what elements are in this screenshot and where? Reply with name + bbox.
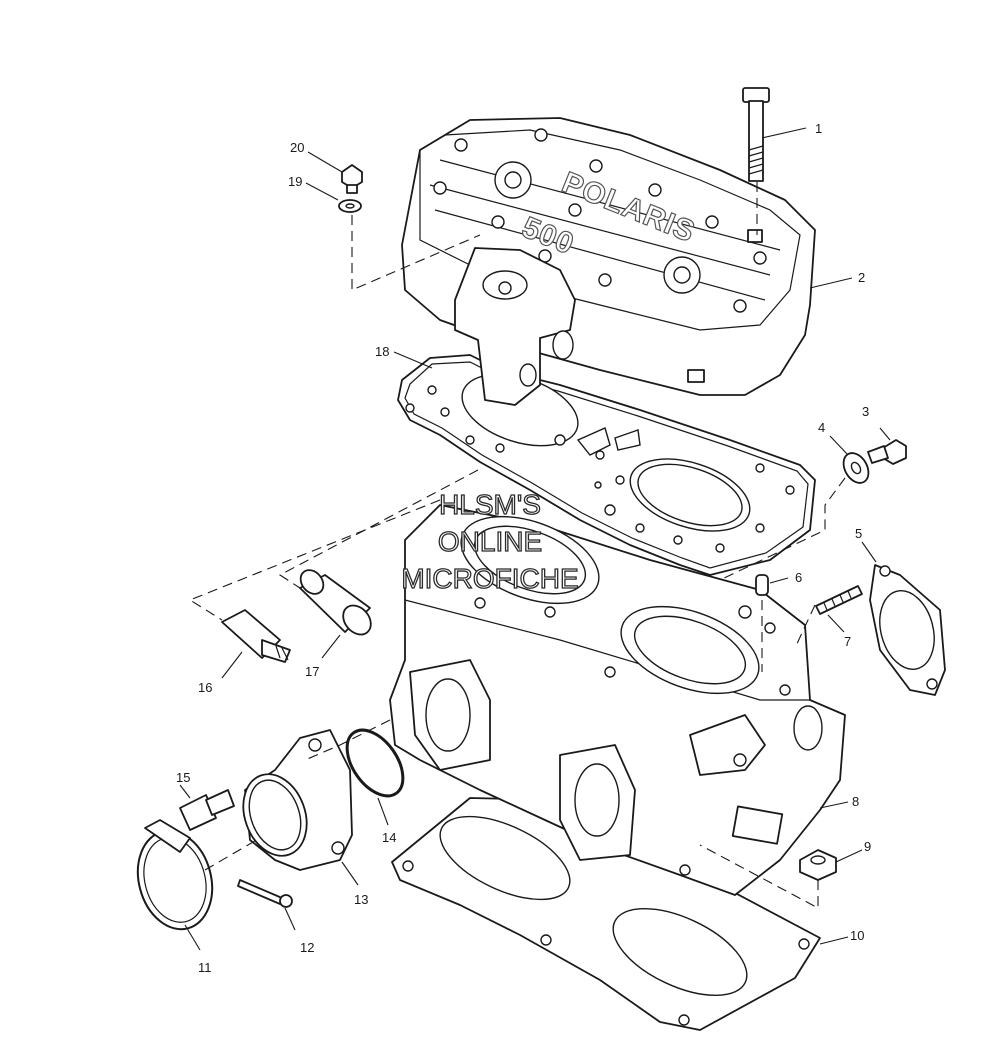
cylinder-block <box>389 504 846 896</box>
assembly-lines <box>188 182 846 909</box>
sensor-screw <box>867 439 907 465</box>
watermark: HLSM'S ONLINE MICROFICHE <box>401 488 580 594</box>
callout-label: 14 <box>382 830 396 845</box>
hose-clamp <box>136 819 214 931</box>
o-ring <box>345 728 405 798</box>
callout-label: 5 <box>855 526 862 541</box>
callout-label: 10 <box>850 928 864 943</box>
sealing-washer <box>338 199 362 213</box>
clamp-screw <box>237 879 293 908</box>
callout-13: 13 <box>341 861 368 907</box>
callout-label: 8 <box>852 794 859 809</box>
water-inlet-adapter <box>242 729 353 871</box>
head-bolt <box>742 87 770 182</box>
thermostat-sleeve <box>299 569 372 636</box>
callout-4: 4 <box>818 420 849 456</box>
callout-19: 19 <box>288 174 339 201</box>
callout-10: 10 <box>819 928 864 945</box>
callout-18: 18 <box>375 344 433 369</box>
callout-label: 4 <box>818 420 825 435</box>
callout-label: 1 <box>815 121 822 136</box>
exhaust-gasket <box>869 564 946 696</box>
water-outlet-housing <box>454 247 576 406</box>
watermark-line-1: HLSM'S <box>439 489 541 520</box>
callout-label: 16 <box>198 680 212 695</box>
callout-9: 9 <box>835 839 871 863</box>
sensor-washer <box>842 452 870 484</box>
callout-7: 7 <box>827 614 851 649</box>
callout-1: 1 <box>761 121 822 139</box>
callout-17: 17 <box>305 634 341 679</box>
bleed-fitting <box>179 789 235 831</box>
callout-2: 2 <box>809 270 865 289</box>
callout-12: 12 <box>284 907 314 955</box>
callout-label: 13 <box>354 892 368 907</box>
callout-11: 11 <box>184 924 212 975</box>
callout-label: 9 <box>864 839 871 854</box>
callout-5: 5 <box>855 526 877 563</box>
callout-label: 6 <box>795 570 802 585</box>
cover-screw <box>341 164 363 194</box>
callout-15: 15 <box>176 770 190 799</box>
callout-label: 7 <box>844 634 851 649</box>
callout-8: 8 <box>819 794 859 809</box>
callout-label: 20 <box>290 140 304 155</box>
callout-label: 17 <box>305 664 319 679</box>
callout-label: 3 <box>862 404 869 419</box>
base-gasket <box>391 797 821 1031</box>
callout-3: 3 <box>862 404 891 441</box>
callout-20: 20 <box>290 140 343 173</box>
callout-6: 6 <box>769 570 802 585</box>
exhaust-stud <box>815 585 863 615</box>
callout-label: 18 <box>375 344 389 359</box>
exhaust-nut <box>799 849 837 881</box>
callout-16: 16 <box>198 651 243 695</box>
callout-label: 12 <box>300 940 314 955</box>
watermark-line-3: MICROFICHE <box>401 563 578 594</box>
dowel-pin <box>755 574 769 596</box>
callout-14: 14 <box>377 797 396 845</box>
watermark-line-2: ONLINE <box>438 526 542 557</box>
callout-label: 15 <box>176 770 190 785</box>
callout-label: 19 <box>288 174 302 189</box>
callout-label: 2 <box>858 270 865 285</box>
callout-label: 11 <box>198 960 212 975</box>
temperature-sensor <box>221 609 291 663</box>
head-gasket <box>397 354 816 576</box>
